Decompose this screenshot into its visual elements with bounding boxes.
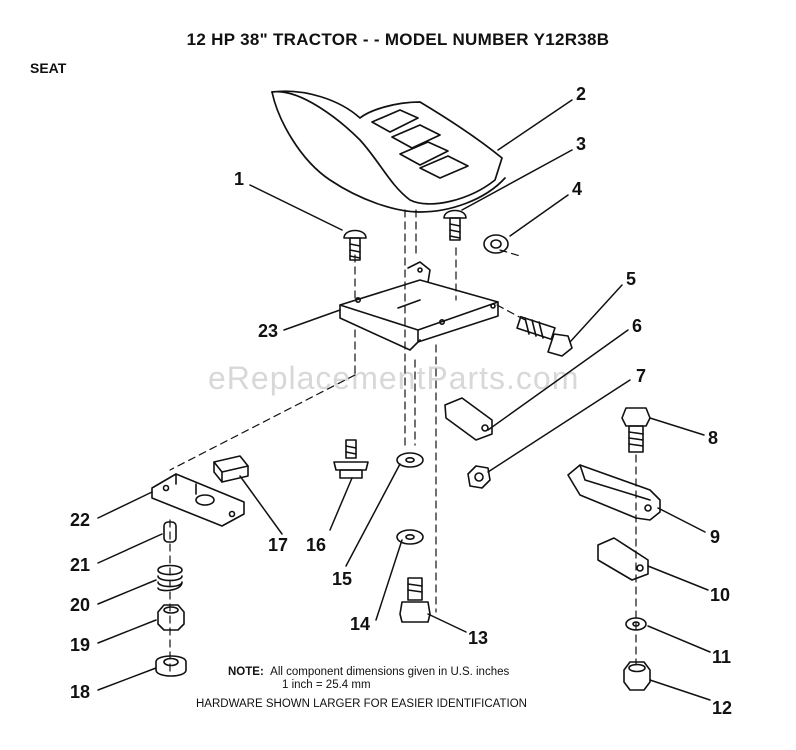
hex-bolt-part [516, 315, 573, 357]
callout-2: 2 [576, 84, 586, 104]
latch-bracket-part [151, 473, 245, 527]
section-label: SEAT [30, 60, 67, 76]
hex-bolt-part [399, 577, 431, 623]
bracket-part [444, 397, 493, 441]
bracket-part [567, 464, 661, 521]
block-part [213, 455, 249, 483]
note-line-2: 1 inch = 25.4 mm [282, 679, 371, 691]
callout-5: 5 [626, 269, 636, 289]
flange-bolt-part [333, 439, 369, 479]
callout-4: 4 [572, 179, 582, 199]
callout-1: 1 [234, 169, 244, 189]
callout-18: 18 [70, 682, 90, 702]
callout-14: 14 [350, 614, 370, 634]
callout-3: 3 [576, 134, 586, 154]
callout-23: 23 [258, 321, 278, 341]
seat-part [271, 90, 506, 213]
nut-part [483, 234, 509, 254]
callout-numbers: 1 2 3 4 5 6 7 8 9 10 11 12 13 14 15 16 1… [70, 84, 732, 718]
carriage-bolt-part [443, 209, 467, 241]
callout-17: 17 [268, 535, 288, 555]
callout-19: 19 [70, 635, 90, 655]
page-title: 12 HP 38" TRACTOR - - MODEL NUMBER Y12R3… [186, 30, 610, 49]
hex-bolt-part [621, 407, 651, 453]
watermark: eReplacementParts.com [208, 360, 580, 396]
callout-22: 22 [70, 510, 90, 530]
note-label: NOTE: [228, 666, 264, 678]
callout-10: 10 [710, 585, 730, 605]
note-line-1: NOTE: All component dimensions given in … [228, 666, 509, 678]
callout-20: 20 [70, 595, 90, 615]
carriage-bolt-part [343, 229, 367, 261]
nut-part [157, 604, 185, 631]
spring-part [157, 564, 183, 592]
callout-8: 8 [708, 428, 718, 448]
callout-13: 13 [468, 628, 488, 648]
bracket-part [597, 537, 649, 581]
seat-plate-part [339, 261, 499, 351]
washer-part [396, 452, 424, 468]
callout-12: 12 [712, 698, 732, 718]
callout-7: 7 [636, 366, 646, 386]
note-line-3: HARDWARE SHOWN LARGER FOR EASIER IDENTIF… [196, 698, 527, 710]
washer-part [396, 529, 424, 545]
washer-part [625, 617, 647, 631]
callout-16: 16 [306, 535, 326, 555]
lock-nut-part [623, 661, 651, 691]
callout-15: 15 [332, 569, 352, 589]
callout-21: 21 [70, 555, 90, 575]
callout-11: 11 [712, 647, 731, 667]
note-text: All component dimensions given in U.S. i… [270, 666, 510, 678]
nut-part [155, 655, 187, 677]
lock-nut-part [467, 465, 491, 489]
pin-part [163, 521, 177, 543]
callout-6: 6 [632, 316, 642, 336]
callout-9: 9 [710, 527, 720, 547]
leader-lines [97, 99, 711, 701]
